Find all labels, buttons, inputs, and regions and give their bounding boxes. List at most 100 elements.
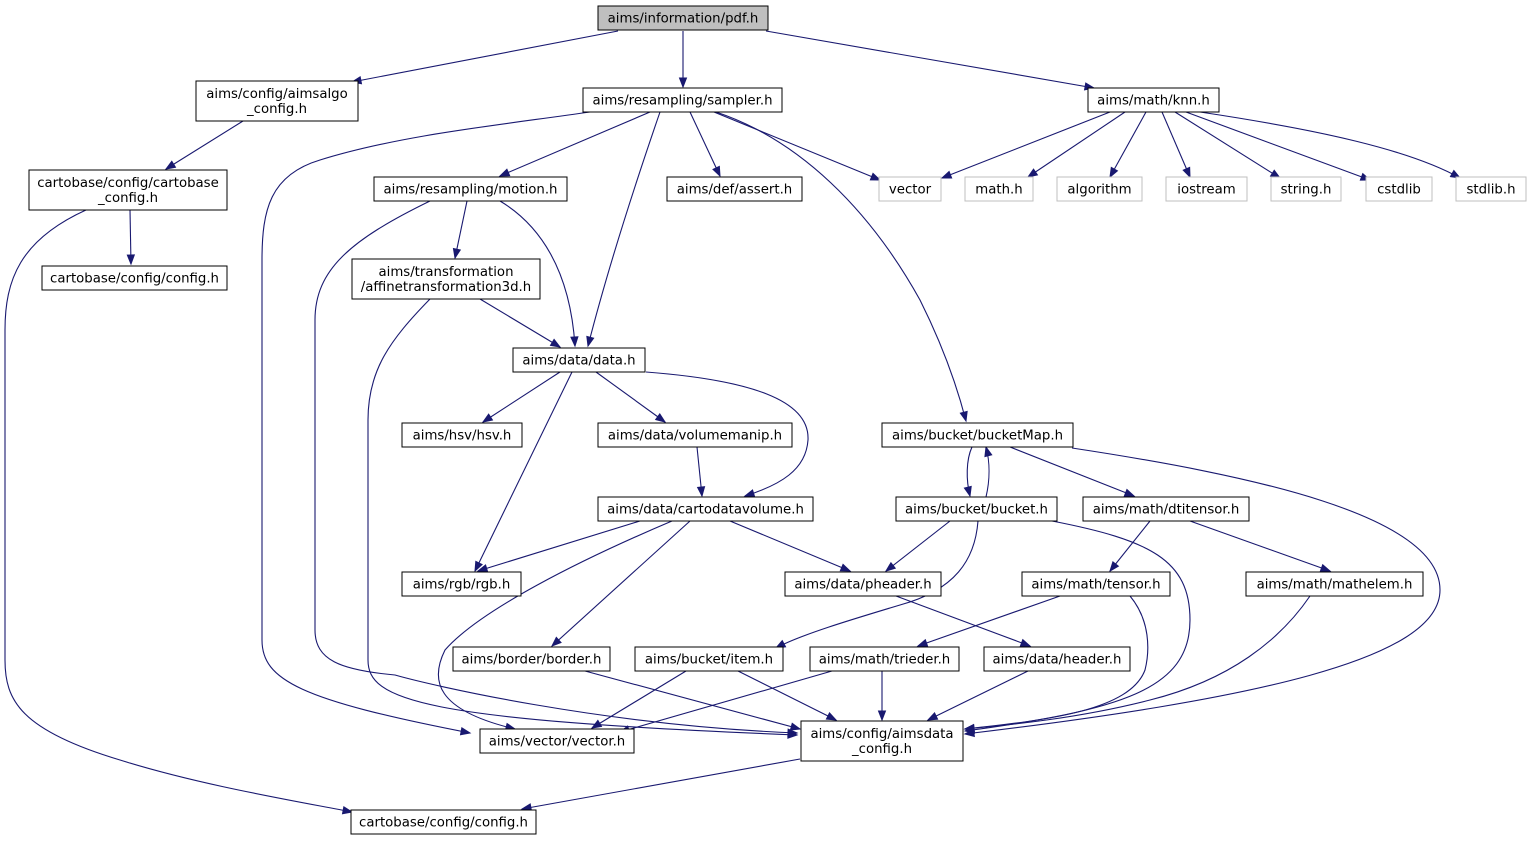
node-box	[41, 265, 228, 291]
node-bucketMap[interactable]: aims/bucket/bucketMap.h	[881, 422, 1074, 448]
node-label: aims/math/mathelem.h	[1257, 578, 1413, 593]
edge-border-to-aimsdata_config	[584, 670, 802, 731]
node-hsv[interactable]: aims/hsv/hsv.h	[401, 422, 523, 448]
node-label: aims/transformation	[378, 265, 513, 280]
node-label: aims/border/border.h	[462, 653, 602, 668]
edge-header-to-aimsdata_config	[926, 670, 1029, 721]
node-volumemanip[interactable]: aims/data/volumemanip.h	[597, 422, 793, 448]
node-box	[666, 176, 803, 202]
node-cb_config_bottom[interactable]: cartobase/config/config.h	[350, 809, 537, 835]
edge-line	[587, 111, 661, 347]
edge-arrowhead	[825, 711, 838, 721]
node-cartodatavolume[interactable]: aims/data/cartodatavolume.h	[597, 496, 814, 522]
node-math_std: math.h	[964, 176, 1034, 202]
edge-arrowhead	[1019, 638, 1032, 647]
node-header[interactable]: aims/data/header.h	[983, 646, 1131, 672]
edge-data-to-rgb	[474, 371, 573, 573]
node-cb_config_small[interactable]: cartobase/config/config.h	[41, 265, 228, 291]
node-box	[350, 809, 537, 835]
node-label: aims/data/volumemanip.h	[608, 429, 782, 444]
node-cartobase_config[interactable]: cartobase/config/cartobase_config.h	[28, 169, 228, 211]
node-label: aims/math/dtitensor.h	[1093, 503, 1240, 518]
edge-line	[765, 30, 1095, 89]
node-mathelem[interactable]: aims/math/mathelem.h	[1245, 571, 1424, 597]
node-border[interactable]: aims/border/border.h	[452, 646, 611, 672]
edge-motion-to-data	[499, 200, 579, 348]
edge-dtitensor-to-mathelem	[1189, 520, 1332, 572]
node-box	[1165, 176, 1248, 202]
edge-motion-to-affine	[452, 200, 468, 260]
node-motion[interactable]: aims/resampling/motion.h	[373, 176, 568, 202]
node-label: aims/bucket/item.h	[645, 653, 773, 668]
node-box	[1056, 176, 1143, 202]
edge-arrowhead	[787, 730, 799, 739]
node-aimsdata_config[interactable]: aims/config/aimsdata_config.h	[800, 720, 964, 762]
node-box	[452, 646, 611, 672]
edge-arrowhead	[1449, 169, 1462, 179]
node-label: aims/config/aimsdata	[810, 727, 953, 742]
edge-knn-to-stdlib_std	[1199, 111, 1462, 179]
edge-pdf-to-sampler	[678, 31, 688, 89]
edge-arrowhead	[1123, 488, 1136, 497]
node-affine[interactable]: aims/transformation/affinetransformation…	[351, 258, 541, 300]
node-pdf[interactable]: aims/information/pdf.h	[597, 5, 769, 31]
edge-knn-to-vector_std	[940, 111, 1111, 179]
edge-bucketMap-to-bucket	[963, 446, 973, 498]
edge-sampler-to-motion	[498, 111, 651, 177]
edge-line	[964, 520, 1191, 732]
node-label: aims/data/header.h	[993, 653, 1122, 668]
edge-line	[713, 111, 881, 181]
node-box	[878, 176, 942, 202]
node-rgb[interactable]: aims/rgb/rgb.h	[401, 571, 522, 597]
edge-line	[1199, 111, 1461, 179]
edge-arrowhead	[963, 723, 975, 733]
edge-data-to-cartodatavolume	[645, 371, 809, 498]
node-bucket[interactable]: aims/bucket/bucket.h	[895, 496, 1058, 522]
node-data[interactable]: aims/data/data.h	[512, 347, 646, 373]
node-tensor[interactable]: aims/math/tensor.h	[1021, 571, 1171, 597]
node-box	[597, 422, 793, 448]
node-box	[1082, 496, 1250, 522]
edge-line	[1109, 111, 1147, 178]
edge-arrowhead	[984, 445, 993, 458]
node-box	[800, 720, 964, 762]
edge-arrowhead	[940, 170, 953, 179]
node-label: string.h	[1281, 183, 1332, 198]
edge-line	[367, 298, 798, 736]
edge-line	[499, 111, 651, 177]
node-dtitensor[interactable]: aims/math/dtitensor.h	[1082, 496, 1250, 522]
edge-arrowhead	[916, 638, 929, 647]
edge-arrowhead	[839, 563, 852, 572]
node-vector_aims[interactable]: aims/vector/vector.h	[479, 728, 635, 754]
edge-arrowhead	[712, 165, 721, 178]
node-item[interactable]: aims/bucket/item.h	[634, 646, 784, 672]
edge-arrowhead	[459, 727, 472, 736]
node-label: aims/math/knn.h	[1097, 94, 1210, 109]
node-label: aims/vector/vector.h	[489, 735, 625, 750]
edge-line	[584, 670, 801, 730]
node-sampler[interactable]: aims/resampling/sampler.h	[582, 87, 783, 113]
edge-line	[482, 371, 561, 423]
edge-line	[521, 758, 801, 810]
edge-line	[1174, 111, 1281, 179]
edge-arrowhead	[550, 636, 562, 647]
edge-line	[737, 670, 837, 721]
edge-line	[1027, 111, 1126, 178]
edge-bucket-to-pheader	[884, 520, 951, 572]
edge-line	[454, 200, 468, 259]
edge-line	[165, 120, 244, 170]
node-trieder[interactable]: aims/math/trieder.h	[809, 646, 960, 672]
node-aimsalgo_config[interactable]: aims/config/aimsalgo_config.h	[195, 80, 359, 122]
node-assert[interactable]: aims/def/assert.h	[666, 176, 803, 202]
node-pheader[interactable]: aims/data/pheader.h	[784, 571, 942, 597]
edge-sampler-to-vector_std	[713, 111, 882, 181]
edge-arrowhead	[570, 336, 579, 348]
node-label: iostream	[1177, 183, 1235, 198]
edge-line	[474, 371, 573, 572]
node-label: _config.h	[246, 102, 307, 117]
edge-bucket-to-bucketMap	[984, 445, 993, 498]
node-box	[597, 5, 769, 31]
node-box	[351, 258, 541, 300]
node-knn[interactable]: aims/math/knn.h	[1087, 87, 1220, 113]
edge-mathelem-to-aimsdata_config	[963, 595, 1311, 733]
